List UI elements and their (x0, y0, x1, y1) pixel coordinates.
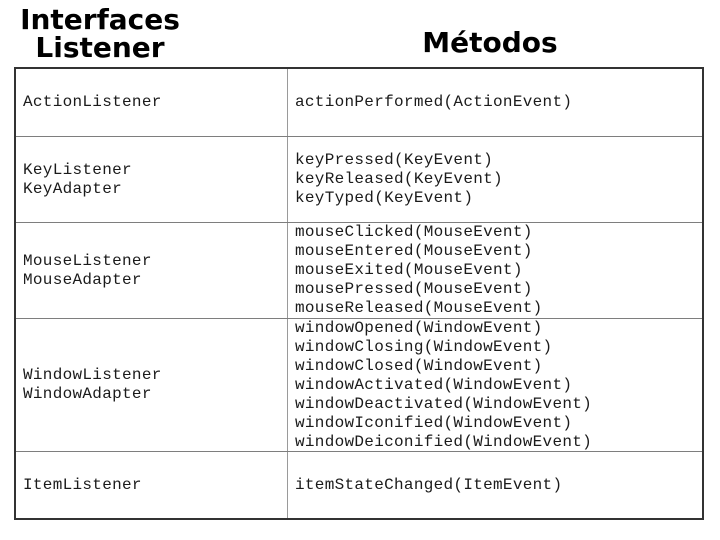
column-title-metodos: Métodos (422, 26, 558, 59)
listeners-methods-table: ActionListener actionPerformed(ActionEve… (14, 67, 704, 520)
method-signature: windowClosing(WindowEvent) (295, 337, 553, 356)
interface-cell: ItemListener (16, 452, 288, 519)
method-signature: mouseClicked(MouseEvent) (295, 223, 533, 242)
method-signature: windowIconified(WindowEvent) (295, 413, 573, 432)
interface-cell: KeyListener KeyAdapter (16, 136, 288, 223)
method-signature: mousePressed(MouseEvent) (295, 280, 533, 299)
table-row-windowlistener: WindowListener WindowAdapter windowOpene… (16, 319, 702, 453)
method-signature: windowActivated(WindowEvent) (295, 375, 573, 394)
method-signature: mouseEntered(MouseEvent) (295, 242, 533, 261)
title-line-listener: Listener (35, 31, 165, 64)
table-row-mouselistener: MouseListener MouseAdapter mouseClicked(… (16, 223, 702, 320)
interface-name: MouseListener (23, 251, 152, 270)
interface-name: ItemListener (23, 475, 142, 494)
methods-cell: mouseClicked(MouseEvent) mouseEntered(Mo… (288, 223, 702, 318)
column-title-interfaces-listener: Interfaces Listener (0, 6, 200, 62)
method-signature: itemStateChanged(ItemEvent) (295, 475, 563, 494)
title-line-interfaces: Interfaces (20, 3, 180, 36)
method-signature: windowOpened(WindowEvent) (295, 319, 543, 337)
interface-cell: ActionListener (16, 69, 288, 136)
methods-cell: windowOpened(WindowEvent) windowClosing(… (288, 319, 702, 451)
method-signature: keyReleased(KeyEvent) (295, 170, 503, 188)
interface-name: KeyAdapter (23, 179, 123, 198)
interface-name: WindowAdapter (23, 385, 152, 404)
interface-cell: MouseListener MouseAdapter (16, 223, 288, 319)
methods-cell: actionPerformed(ActionEvent) (288, 69, 702, 136)
method-signature: windowDeactivated(WindowEvent) (295, 394, 593, 413)
interface-name: ActionListener (23, 92, 162, 111)
methods-cell: keyPressed(KeyEvent) keyReleased(KeyEven… (288, 137, 702, 222)
method-signature: mouseReleased(MouseEvent) (295, 299, 543, 318)
interface-name: KeyListener (23, 160, 132, 179)
method-signature: keyTyped(KeyEvent) (295, 189, 474, 207)
method-signature: actionPerformed(ActionEvent) (295, 92, 573, 111)
interface-name: MouseAdapter (23, 270, 142, 289)
method-signature: windowDeiconified(WindowEvent) (295, 432, 593, 451)
table-row-itemlistener: ItemListener itemStateChanged(ItemEvent) (16, 452, 702, 519)
methods-cell: itemStateChanged(ItemEvent) (288, 452, 702, 518)
interface-name: WindowListener (23, 366, 162, 385)
table-row-keylistener: KeyListener KeyAdapter keyPressed(KeyEve… (16, 136, 702, 224)
method-signature: windowClosed(WindowEvent) (295, 356, 543, 375)
table-row-actionlistener: ActionListener actionPerformed(ActionEve… (16, 69, 702, 137)
interface-cell: WindowListener WindowAdapter (16, 319, 288, 452)
method-signature: mouseExited(MouseEvent) (295, 261, 523, 280)
method-signature: keyPressed(KeyEvent) (295, 151, 494, 169)
